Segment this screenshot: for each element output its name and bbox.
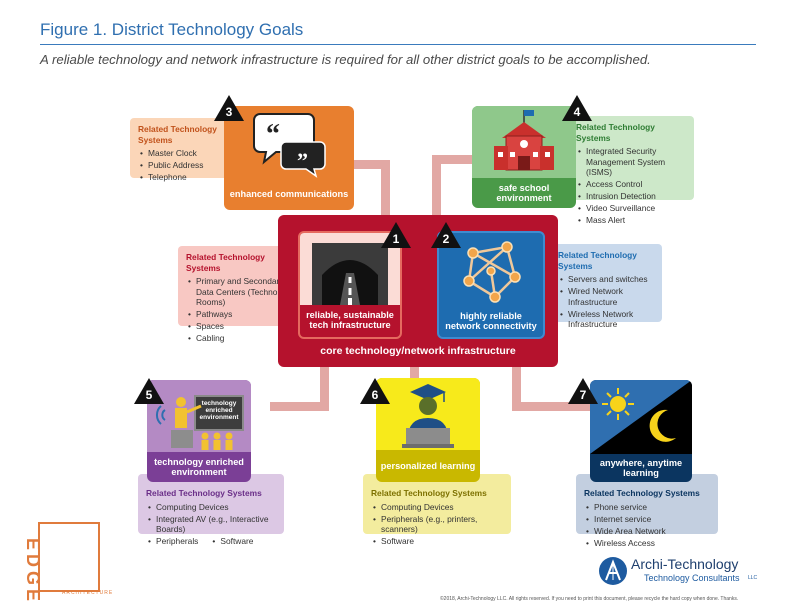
related-item: Spaces [188, 321, 294, 332]
related-item: Integrated Security Management System (I… [578, 146, 686, 178]
goal-tile-3: “ ” enhanced communications [224, 106, 354, 210]
school-building-icon [472, 106, 576, 178]
related-box-7: Related Technology Systems Phone service… [576, 474, 718, 548]
title-rule [40, 44, 756, 45]
goal-number-badge-2: 2 [431, 222, 461, 248]
related-item: Servers and switches [560, 274, 654, 285]
speech-bubbles-icon: “ ” [224, 106, 354, 178]
goal-label: safe school environment [496, 182, 552, 204]
related-item: Integrated AV (e.g., Interactive Boards) [148, 514, 276, 535]
goal-number-badge-3: 3 [214, 95, 244, 121]
archi-technology-emblem-icon [599, 557, 627, 585]
related-heading: Related Technology Systems [186, 252, 265, 273]
goal-label: reliable, sustainable tech infrastructur… [306, 309, 394, 331]
core-label: core technology/network infrastructure [320, 345, 516, 357]
goal-number-badge-4: 4 [562, 95, 592, 121]
related-item: Mass Alert [578, 215, 686, 226]
related-heading: Related Technology Systems [146, 488, 262, 498]
goal-label: technology enriched environment [154, 456, 244, 478]
connector-6-v [410, 365, 419, 385]
graduate-laptop-icon [376, 378, 480, 450]
sun-moon-icon [590, 380, 692, 454]
edge-logo-text: EDGE [23, 538, 43, 606]
goal-label: highly reliable network connectivity [445, 310, 537, 332]
related-item: Computing Devices [148, 502, 276, 513]
connector-5-v [320, 365, 329, 410]
related-item: Intrusion Detection [578, 191, 686, 202]
goal-label: personalized learning [380, 460, 476, 471]
related-item: Video Surveillance [578, 203, 686, 214]
related-item: Internet service [586, 514, 651, 525]
related-item: Pathways [188, 309, 294, 320]
related-heading: Related Technology Systems [558, 250, 637, 271]
edge-architecture-logo: EDGE [23, 522, 100, 605]
badge-number: 6 [371, 388, 379, 402]
goal-number-badge-7: 7 [568, 378, 598, 404]
related-heading: Related Technology Systems [138, 124, 217, 145]
badge-number: 4 [573, 105, 581, 119]
goal-number-badge-1: 1 [381, 222, 411, 248]
related-item: Phone service [586, 502, 647, 513]
badge-number: 1 [392, 232, 400, 246]
related-box-5: Related Technology Systems Computing Dev… [138, 474, 284, 546]
goal-tile-4: safe school environment [472, 106, 576, 208]
goal-label: anywhere, anytime learning [599, 457, 683, 479]
connector-3-h [350, 160, 390, 169]
svg-text:“: “ [266, 119, 280, 150]
copyright-notice: ©2018, Archi-Technology LLC. All rights … [440, 596, 739, 602]
badge-number: 7 [579, 388, 587, 402]
badge-number: 3 [225, 105, 233, 119]
board-text: technology enriched environment [199, 400, 239, 421]
related-item: Primary and Secondary Data Centers (Tech… [188, 276, 300, 308]
goal-number-badge-5: 5 [134, 378, 164, 404]
related-item: Wireless Network Infrastructure [560, 309, 648, 330]
edge-logo-subtext: ARCHITECTURE [62, 590, 114, 596]
connector-4-v [432, 155, 441, 218]
related-item: Wide Area Network [586, 526, 710, 537]
figure-title: Figure 1. District Technology Goals [40, 20, 304, 39]
related-item: Peripherals [148, 536, 198, 547]
connector-5-h [270, 402, 329, 411]
related-item: Software [373, 536, 503, 547]
goal-tile-2: highly reliable network connectivity [437, 231, 545, 339]
related-box-4: Related Technology Systems Integrated Se… [562, 116, 694, 225]
related-heading: Related Technology Systems [576, 122, 655, 143]
related-item: Wireless Access [586, 538, 710, 549]
related-box-6: Related Technology Systems Computing Dev… [363, 474, 511, 546]
related-item: Cabling [188, 333, 294, 344]
connector-4-h [432, 155, 476, 164]
teacher-board-icon: technology enriched environment [147, 380, 251, 452]
archi-llc: LLC [748, 575, 758, 581]
figure-subtitle: A reliable technology and network infras… [40, 52, 651, 67]
goal-tile-1: reliable, sustainable tech infrastructur… [298, 231, 402, 339]
badge-number: 2 [442, 232, 450, 246]
archi-subtitle: Technology Consultants [644, 573, 740, 583]
related-box-2: Related Technology Systems Servers and s… [542, 244, 662, 329]
goal-tile-6: personalized learning [376, 378, 480, 482]
related-item: Public Address [140, 160, 228, 171]
related-item: Computing Devices [373, 502, 503, 513]
related-heading: Related Technology Systems [584, 488, 700, 498]
related-item: Wired Network Infrastructure [560, 286, 654, 307]
badge-number: 5 [145, 388, 153, 402]
connector-3-v [381, 160, 390, 218]
svg-text:”: ” [297, 148, 308, 173]
archi-technology-logo [598, 556, 628, 591]
archi-name: Archi-Technology [631, 556, 739, 572]
related-item: Master Clock [140, 148, 228, 159]
connector-7-v [512, 365, 521, 410]
tunnel-road-icon [300, 233, 400, 305]
related-item: Peripherals (e.g., printers, scanners) [373, 514, 503, 535]
related-box-3: Related Technology Systems Master Clock … [130, 118, 236, 182]
related-item: Software [212, 536, 253, 547]
network-nodes-icon [439, 233, 543, 307]
goal-tile-5: technology enriched environment technolo… [147, 380, 251, 482]
goal-number-badge-6: 6 [360, 378, 390, 404]
related-heading: Related Technology Systems [371, 488, 487, 498]
related-item: Telephone [140, 172, 228, 183]
connector-7-h [512, 402, 592, 411]
related-item: Access Control [578, 179, 686, 190]
goal-tile-7: anywhere, anytime learning [590, 380, 692, 482]
goal-label: enhanced communications [229, 188, 349, 199]
